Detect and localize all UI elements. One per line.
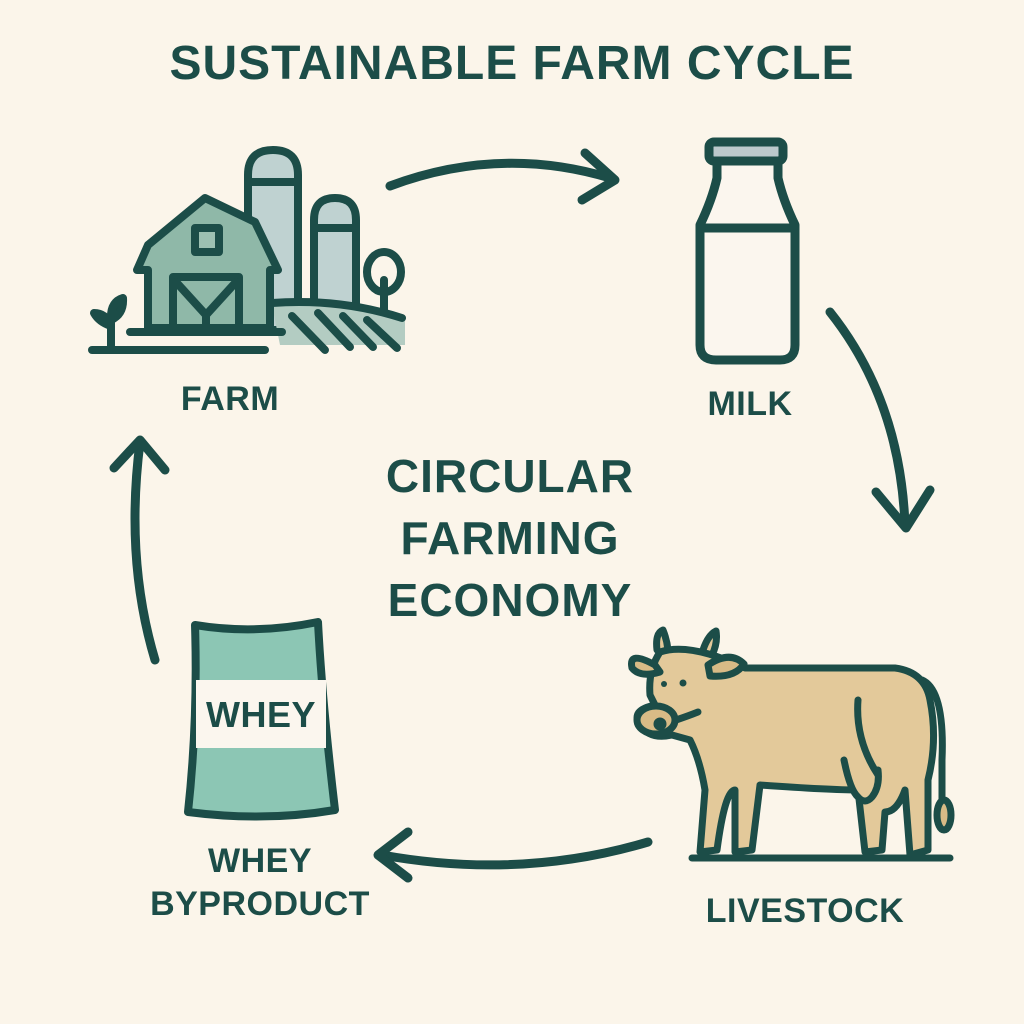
center-line-2: FARMING <box>400 512 620 564</box>
cow-icon <box>628 626 955 862</box>
whey-bag-text: WHEY <box>206 694 316 735</box>
arrow-milk-to-livestock <box>825 307 935 533</box>
diagram-title: SUSTAINABLE FARM CYCLE <box>169 37 855 90</box>
center-label: CIRCULAR FARMING ECONOMY <box>340 445 680 631</box>
center-line-3: ECONOMY <box>387 574 633 626</box>
node-label-whey-line1: WHEY <box>208 842 312 880</box>
node-label-milk: MILK <box>707 385 793 423</box>
node-label-farm: FARM <box>180 380 280 418</box>
whey-bag-icon <box>184 618 339 821</box>
arrow-whey-to-farm <box>109 435 170 665</box>
node-label-whey-line2: BYPRODUCT <box>150 884 370 923</box>
node-label-livestock: LIVESTOCK <box>705 892 905 930</box>
milk-bottle-icon <box>695 137 800 365</box>
node-label-whey-byproduct: WHEY BYPRODUCT <box>110 840 410 925</box>
center-line-1: CIRCULAR <box>385 450 635 502</box>
arrow-farm-to-milk <box>385 148 620 205</box>
barn-silo-icon <box>88 146 406 354</box>
arrow-livestock-to-whey <box>373 827 653 883</box>
